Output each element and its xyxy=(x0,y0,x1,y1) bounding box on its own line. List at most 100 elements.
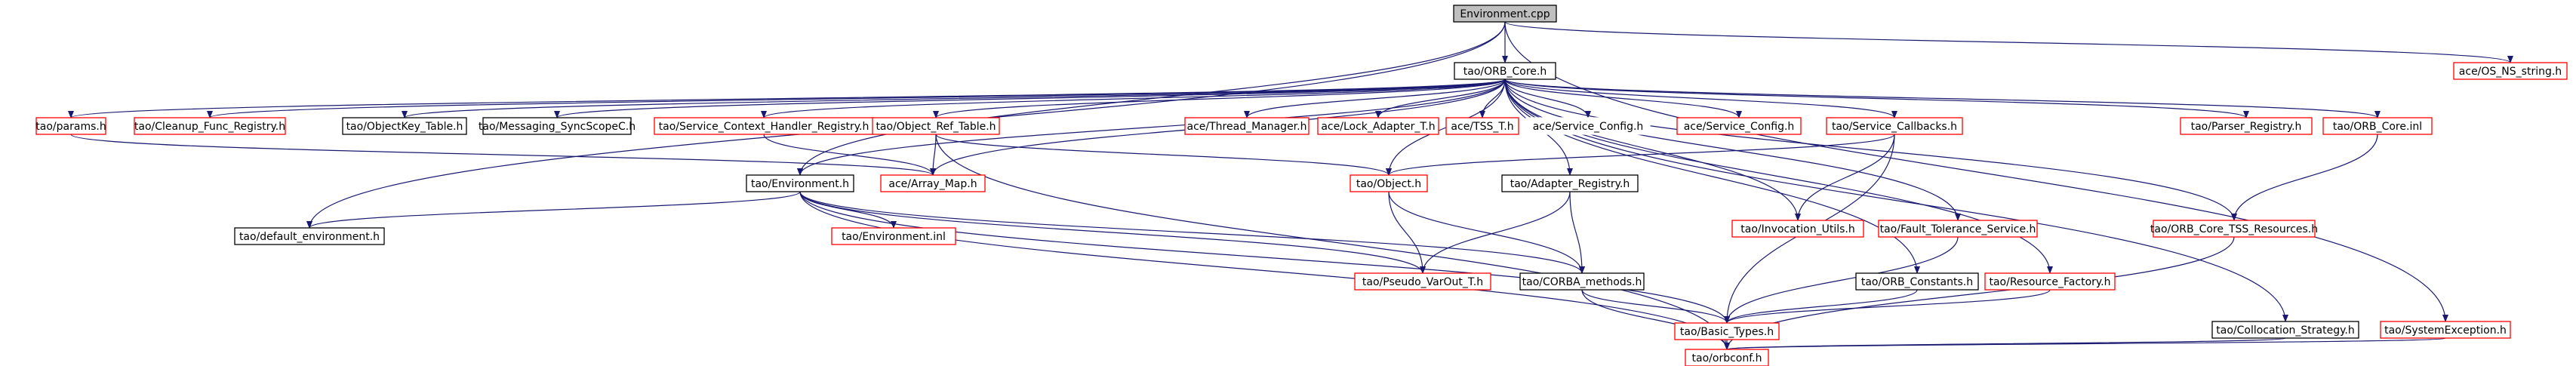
edge-orb-core-h-to-service-callbacks-h xyxy=(1504,78,1897,118)
node-label: tao/Service_Callbacks.h xyxy=(1832,121,1957,133)
node-label: tao/default_environment.h xyxy=(239,231,380,243)
node-box xyxy=(1674,322,1780,340)
node-orb-core-tss-resources-h[interactable]: tao/ORB_Core_TSS_Resources.h xyxy=(2150,220,2318,238)
edge-orb-core-h-to-parser-registry-h xyxy=(1504,78,2249,118)
edge-adapter-registry-h-to-corba-methods-h xyxy=(1569,191,1585,274)
node-label: tao/Invocation_Utils.h xyxy=(1740,223,1854,235)
node-cleanup-func-registry-h[interactable]: tao/Cleanup_Func_Registry.h xyxy=(134,117,286,135)
node-adapter-registry-h[interactable]: tao/Adapter_Registry.h xyxy=(1501,174,1639,192)
edge-fault-tolerance-service-h-to-basic-types-h xyxy=(1724,236,1959,324)
edge-orb-core-h-to-environment-h xyxy=(797,78,1506,176)
node-box xyxy=(1855,272,1979,291)
node-systemexception-h[interactable]: tao/SystemException.h xyxy=(2380,321,2511,339)
node-label: ace/Thread_Manager.h xyxy=(1187,121,1307,133)
node-environment-h[interactable]: tao/Environment.h xyxy=(746,174,854,192)
node-label: ace/OS_NS_string.h xyxy=(2459,66,2562,78)
node-tao-service-config-h[interactable]: ace/Service_Config.h xyxy=(1676,117,1802,135)
node-lock-adapter-t-h[interactable]: ace/Lock_Adapter_T.h xyxy=(1317,117,1439,135)
edge-orb-core-h-to-orb-core-tss-resources-h xyxy=(1504,78,2237,221)
node-label: tao/Object_Ref_Table.h xyxy=(876,121,996,133)
node-box xyxy=(234,227,385,245)
node-environment-inl[interactable]: tao/Environment.inl xyxy=(831,227,956,245)
node-label: tao/Collocation_Strategy.h xyxy=(2216,324,2354,337)
node-label: ace/TSS_T.h xyxy=(1451,121,1513,133)
edge-resource-factory-h-to-basic-types-h xyxy=(1724,289,2051,324)
edge-environment-h-to-environment-inl xyxy=(799,191,897,229)
node-box xyxy=(872,117,1000,135)
node-params-h[interactable]: tao/params.h xyxy=(35,117,106,135)
edge-orb-core-h-to-service-context-handler-registry-h xyxy=(761,78,1506,118)
edge-orb-core-h-to-invocation-utils-h xyxy=(1504,78,1801,221)
node-box xyxy=(482,117,632,135)
node-environment-cpp: Environment.cpp xyxy=(1453,5,1557,23)
node-pseudo-varout-t-h[interactable]: tao/Pseudo_VarOut_T.h xyxy=(1354,272,1491,291)
node-box xyxy=(342,117,467,135)
edge-orb-core-h-to-object-ref-table-h xyxy=(933,78,1506,118)
node-fault-tolerance-service-h[interactable]: tao/Fault_Tolerance_Service.h xyxy=(1878,220,2038,238)
node-orb-constants-h[interactable]: tao/ORB_Constants.h xyxy=(1855,272,1979,291)
node-box xyxy=(1317,117,1439,135)
edge-orb-core-h-to-objectkey-table-h xyxy=(402,78,1506,118)
edge-systemexception-h-to-orbconf-h xyxy=(1725,337,2446,350)
node-box xyxy=(880,174,986,192)
node-box xyxy=(2322,117,2433,135)
node-box xyxy=(1519,272,1645,291)
node-label: ace/Service_Config.h xyxy=(1533,121,1644,133)
edge-object-ref-table-h-to-array-map-h xyxy=(930,134,937,176)
node-label: tao/Pseudo_VarOut_T.h xyxy=(1362,276,1483,288)
node-object-h[interactable]: tao/Object.h xyxy=(1350,174,1428,192)
node-corba-methods-h[interactable]: tao/CORBA_methods.h xyxy=(1519,272,1645,291)
edge-params-h-to-array-map-h xyxy=(70,134,936,176)
node-box xyxy=(1676,117,1802,135)
node-orb-core-h[interactable]: tao/ORB_Core.h xyxy=(1454,62,1556,80)
node-orb-core-inl[interactable]: tao/ORB_Core.inl xyxy=(2322,117,2433,135)
node-ace-os-ns-string-h[interactable]: ace/OS_NS_string.h xyxy=(2453,62,2568,80)
edge-orb-core-h-to-cleanup-func-registry-h xyxy=(207,78,1506,118)
node-thread-manager-h[interactable]: ace/Thread_Manager.h xyxy=(1184,117,1310,135)
node-label: ace/Array_Map.h xyxy=(888,178,977,190)
node-orbconf-h[interactable]: tao/orbconf.h xyxy=(1685,349,1769,366)
node-box xyxy=(1525,117,1651,135)
node-tss-t-h[interactable]: ace/TSS_T.h xyxy=(1445,117,1519,135)
node-collocation-strategy-h[interactable]: tao/Collocation_Strategy.h xyxy=(2211,321,2359,339)
node-label: tao/Environment.inl xyxy=(842,231,946,243)
node-default-environment-h[interactable]: tao/default_environment.h xyxy=(234,227,385,245)
edge-service-callbacks-h-to-invocation-utils-h xyxy=(1795,134,1895,221)
edge-object-h-to-corba-methods-h xyxy=(1388,191,1585,274)
node-box xyxy=(35,117,106,135)
node-label: tao/CORBA_methods.h xyxy=(1522,276,1642,288)
node-label: tao/ORB_Constants.h xyxy=(1861,276,1973,288)
node-label: tao/params.h xyxy=(35,121,106,133)
node-parser-registry-h[interactable]: tao/Parser_Registry.h xyxy=(2180,117,2313,135)
node-ace-service-config-h: ace/Service_Config.h xyxy=(1525,117,1651,135)
node-label: tao/ObjectKey_Table.h xyxy=(346,121,463,133)
node-invocation-utils-h[interactable]: tao/Invocation_Utils.h xyxy=(1731,220,1864,238)
node-label: tao/Cleanup_Func_Registry.h xyxy=(134,121,285,133)
node-basic-types-h[interactable]: tao/Basic_Types.h xyxy=(1674,322,1780,340)
edge-environment-h-to-basic-types-h xyxy=(799,191,1730,324)
node-resource-factory-h[interactable]: tao/Resource_Factory.h xyxy=(1984,272,2116,291)
node-label: tao/Basic_Types.h xyxy=(1680,326,1774,338)
node-label: tao/orbconf.h xyxy=(1692,352,1762,364)
node-messaging-syncscopec-h[interactable]: tao/Messaging_SyncScopeC.h xyxy=(479,117,636,135)
edge-orb-core-h-to-thread-manager-h xyxy=(1244,78,1506,118)
node-box xyxy=(2153,220,2316,238)
node-object-ref-table-h[interactable]: tao/Object_Ref_Table.h xyxy=(872,117,1000,135)
edge-object-ref-table-h-to-object-h xyxy=(935,134,1392,176)
node-service-callbacks-h[interactable]: tao/Service_Callbacks.h xyxy=(1826,117,1963,135)
edge-environment-h-to-pseudo-varout-t-h xyxy=(799,191,1426,274)
edge-service-context-handler-registry-h-to-array-map-h xyxy=(763,134,936,176)
node-box xyxy=(1453,5,1557,23)
node-service-context-handler-registry-h[interactable]: tao/Service_Context_Handler_Registry.h xyxy=(654,117,874,135)
node-objectkey-table-h[interactable]: tao/ObjectKey_Table.h xyxy=(342,117,467,135)
edge-environment-h-to-orbconf-h xyxy=(799,191,1730,350)
node-box xyxy=(2211,321,2359,339)
node-label: tao/Environment.h xyxy=(751,178,849,190)
edges-layer xyxy=(68,21,2513,350)
node-box xyxy=(1445,117,1519,135)
edge-object-h-to-pseudo-varout-t-h xyxy=(1388,191,1426,274)
node-label: tao/Object.h xyxy=(1356,178,1421,190)
node-label: tao/ORB_Core_TSS_Resources.h xyxy=(2150,223,2318,235)
node-array-map-h[interactable]: ace/Array_Map.h xyxy=(880,174,986,192)
